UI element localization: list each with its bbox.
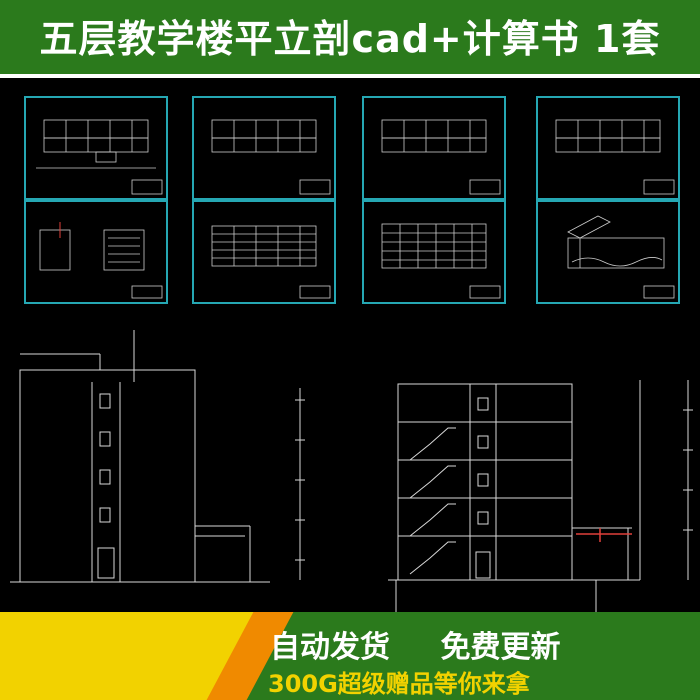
top-banner: 五层教学楼平立剖cad+计算书 1套 — [0, 0, 700, 78]
thumbnail-roof-axonometric[interactable] — [536, 200, 680, 304]
service-tags: 自动发货 免费更新 — [270, 622, 690, 666]
drawing-thumbnails — [0, 96, 700, 306]
elevation-and-section-drawing — [10, 330, 693, 612]
thumbnail-rear-elevation[interactable] — [362, 200, 506, 304]
thumbnail-floor-plan-1[interactable] — [24, 96, 168, 200]
thumbnail-floor-plan-4[interactable] — [536, 96, 680, 200]
large-drawings — [0, 320, 700, 620]
thumbnail-floor-plan-3[interactable] — [362, 96, 506, 200]
thumbnail-section[interactable] — [24, 200, 168, 304]
auto-delivery-tag: 自动发货 — [270, 630, 390, 665]
bottom-banner: 自动发货 免费更新 300G超级赠品等你来拿 — [0, 612, 700, 700]
thumbnail-front-elevation[interactable] — [192, 200, 336, 304]
page-title: 五层教学楼平立剖cad+计算书 1套 — [39, 17, 661, 61]
promo-text: 300G超级赠品等你来拿 — [268, 670, 530, 698]
thumbnail-floor-plan-2[interactable] — [192, 96, 336, 200]
free-update-tag: 免费更新 — [440, 630, 561, 665]
